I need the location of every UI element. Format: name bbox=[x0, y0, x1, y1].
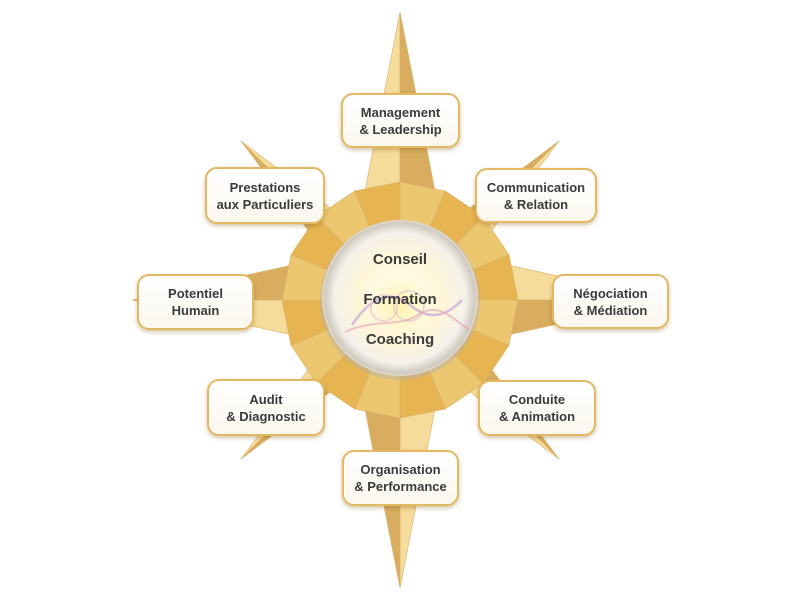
node-management-line1: Management bbox=[360, 104, 441, 120]
node-communication-line2: & Relation bbox=[503, 196, 569, 212]
node-communication: Communication & Relation bbox=[475, 168, 597, 223]
node-negociation-line1: Négociation bbox=[573, 285, 648, 301]
swirl-decoration-2 bbox=[344, 308, 471, 333]
node-potentiel: Potentiel Humain bbox=[137, 274, 254, 330]
center-formation: Formation bbox=[363, 291, 437, 308]
center-coaching: Coaching bbox=[365, 331, 435, 348]
node-audit-line2: & Diagnostic bbox=[226, 408, 306, 424]
center-hub bbox=[320, 220, 480, 380]
node-organisation: Organisation & Performance bbox=[342, 450, 459, 506]
node-management-line2: & Leadership bbox=[359, 121, 442, 137]
node-negociation: Négociation & Médiation bbox=[552, 274, 669, 329]
center-conseil: Conseil bbox=[372, 251, 428, 268]
swirl-decoration bbox=[350, 295, 463, 326]
node-audit-line1: Audit bbox=[249, 391, 283, 407]
node-conduite-line2: & Animation bbox=[498, 409, 576, 424]
node-prestations-line2: aux Particuliers bbox=[216, 196, 314, 212]
node-audit: Audit & Diagnostic bbox=[207, 379, 325, 436]
node-management: Management & Leadership bbox=[341, 93, 460, 148]
node-potentiel-line2: Humain bbox=[171, 303, 220, 318]
node-organisation-line2: & Performance bbox=[354, 479, 447, 494]
node-conduite-line1: Conduite bbox=[508, 392, 566, 407]
node-conduite: Conduite & Animation bbox=[478, 380, 596, 436]
node-prestations: Prestations aux Particuliers bbox=[205, 167, 325, 224]
node-organisation-line1: Organisation bbox=[360, 462, 441, 477]
node-negociation-line2: & Médiation bbox=[573, 302, 648, 318]
node-communication-line1: Communication bbox=[486, 179, 586, 195]
node-potentiel-line1: Potentiel bbox=[168, 286, 223, 301]
node-prestations-line1: Prestations bbox=[229, 179, 301, 195]
